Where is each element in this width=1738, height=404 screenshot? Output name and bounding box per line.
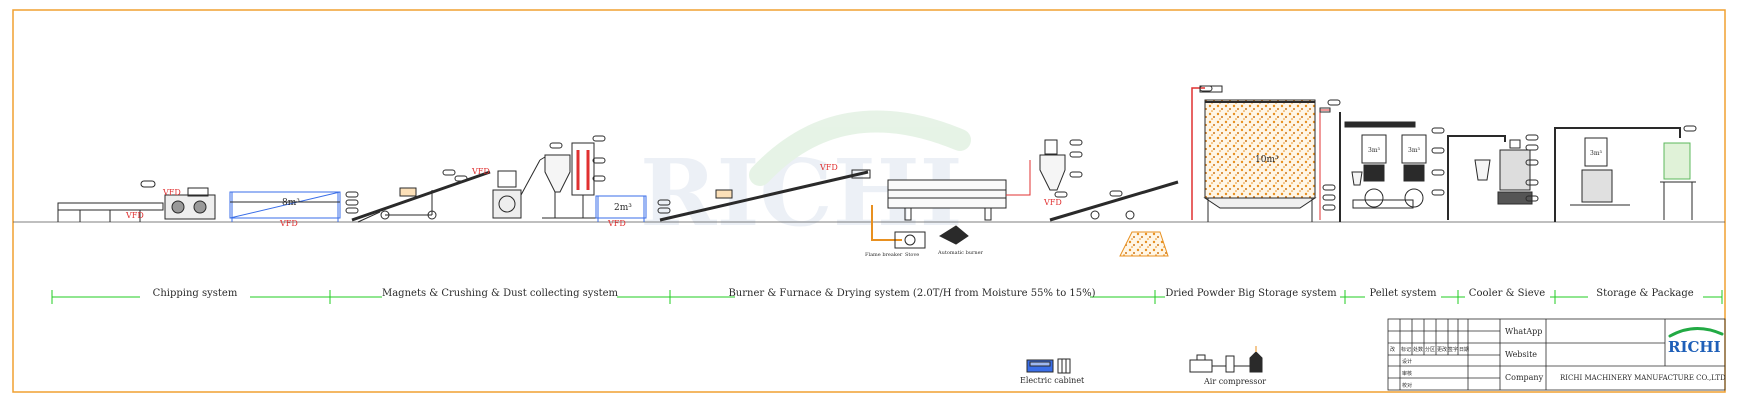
sawdust-pile	[1119, 231, 1169, 257]
system-label-chipping: Chipping system	[153, 288, 238, 299]
package-bin	[1584, 137, 1608, 167]
logo-text: RICHI	[1668, 338, 1721, 356]
title-block-rows: WhatApp Website Company RICHI MACHINERY …	[1505, 327, 1726, 382]
company-label: Company	[1505, 373, 1544, 382]
furnace-stove	[894, 231, 926, 249]
system-label-pellet: Pellet system	[1369, 288, 1437, 299]
title-block-revision-headers: 标记 处数 分区 更改 签字 日期	[1401, 346, 1469, 353]
rev-header: 更改	[1437, 346, 1447, 353]
vfd-label: VFD	[471, 167, 490, 176]
chipping-system-equipment	[57, 180, 359, 222]
big-storage-silo	[1204, 99, 1316, 199]
bag-filter	[571, 142, 595, 196]
automatic-burner	[938, 225, 969, 245]
title-block	[1387, 318, 1726, 391]
rev-header: 处数	[1413, 346, 1423, 353]
drum-chipper	[164, 194, 216, 220]
vfd-label: VFD	[819, 163, 838, 172]
side-label: 校对	[1402, 382, 1412, 389]
pellet-bin-1	[1361, 134, 1387, 164]
system-label-cooler: Cooler & Sieve	[1469, 288, 1545, 299]
flame-breaker-label: Flame breaker	[865, 252, 903, 258]
bagging-scale	[1663, 142, 1691, 180]
side-label: 审核	[1402, 370, 1412, 377]
electric-cabinet-label: Electric cabinet	[1020, 376, 1085, 385]
pellet-system-equipment	[1339, 112, 1445, 222]
vfd-label: VFD	[279, 219, 298, 228]
cooler-system-equipment	[1447, 134, 1539, 220]
air-compressor-label: Air compressor	[1203, 377, 1266, 386]
watermark-swoosh	[749, 110, 971, 186]
storage-system-equipment	[1191, 85, 1341, 222]
pellet-mill-1	[1364, 188, 1384, 208]
system-label-drying: Burner & Furnace & Drying system (2.0T/H…	[728, 288, 1095, 299]
system-label-package: Storage & Package	[1596, 288, 1693, 299]
richi-logo: RICHI	[1668, 327, 1724, 356]
rev-header: 日期	[1459, 347, 1469, 353]
infeed-conveyor	[57, 202, 164, 211]
rotary-dryer	[887, 179, 1007, 209]
counterflow-cooler	[1499, 149, 1531, 191]
system-labels: Chipping system Magnets & Crushing & Dus…	[140, 286, 1703, 299]
vfd-label: VFD	[1043, 198, 1062, 207]
whatsapp-label: WhatApp	[1505, 327, 1542, 336]
packing-machine	[1581, 169, 1613, 203]
rev-header: 标记	[1401, 346, 1411, 353]
air-compressor-legend	[1189, 346, 1263, 373]
crushing-system-equipment	[351, 135, 671, 223]
side-label: 设计	[1402, 358, 1412, 365]
drying-system-equipment	[659, 139, 1179, 257]
cyclone-separator	[544, 154, 571, 193]
automatic-burner-label: Automatic burner	[937, 250, 984, 256]
drawing-frame	[12, 9, 1726, 393]
logo-swoosh	[1668, 327, 1724, 338]
pellet-bin-1-label: 3m³	[1368, 147, 1381, 154]
vfd-label: VFD	[162, 188, 181, 197]
vfd-labels: VFD VFD VFD VFD VFD VFD VFD	[125, 163, 1062, 228]
electric-cabinet-legend	[1026, 358, 1071, 374]
system-label-crushing: Magnets & Crushing & Dust collecting sys…	[382, 288, 619, 299]
pellet-mill-2	[1404, 188, 1424, 208]
side-label: 改	[1390, 346, 1395, 353]
buffer-bin	[595, 195, 647, 219]
website-label: Website	[1505, 350, 1537, 359]
title-block-side-labels: 改 设计 审核 校对	[1390, 346, 1412, 389]
pellet-bin-2	[1401, 134, 1427, 164]
pellet-bin-2-label: 3m³	[1408, 147, 1421, 154]
package-bin-label: 3m³	[1590, 150, 1603, 157]
buffer-bin-label: 2m³	[614, 203, 632, 213]
rev-header: 签字	[1448, 346, 1458, 353]
chip-bin-label: 8m³	[282, 198, 300, 208]
vfd-label: VFD	[125, 211, 144, 220]
stove-label: Stove	[905, 252, 919, 258]
chip-bin	[229, 191, 341, 219]
vfd-label: VFD	[607, 219, 626, 228]
hammer-mill	[492, 189, 522, 219]
rev-header: 分区	[1425, 346, 1435, 353]
dryer-cyclone	[1039, 154, 1066, 191]
big-storage-label: 10m³	[1255, 155, 1279, 165]
system-label-storage: Dried Powder Big Storage system	[1165, 288, 1337, 299]
package-system-equipment	[1554, 125, 1697, 222]
company-value: RICHI MACHINERY MANUFACTURE CO.,LTD	[1560, 374, 1726, 382]
